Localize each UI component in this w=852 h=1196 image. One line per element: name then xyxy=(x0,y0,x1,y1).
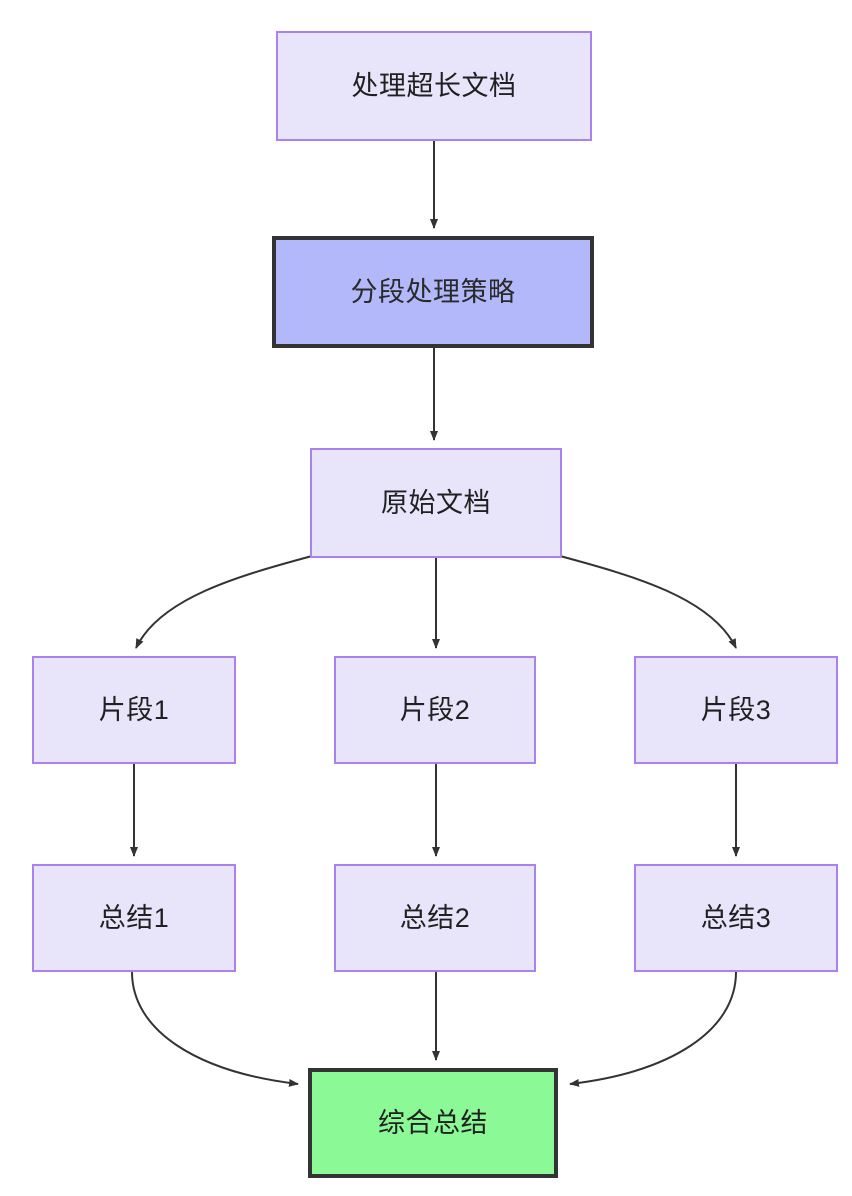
node-label: 原始文档 xyxy=(381,487,491,518)
edge-n7-n10 xyxy=(131,971,299,1087)
node-summary-2[interactable]: 总结2 xyxy=(334,864,536,972)
node-summary-1[interactable]: 总结1 xyxy=(32,864,236,972)
node-original-document[interactable]: 原始文档 xyxy=(310,448,562,558)
edge-n9-n10 xyxy=(569,971,737,1087)
node-label: 片段2 xyxy=(399,694,471,725)
node-label: 处理超长文档 xyxy=(351,70,517,101)
node-fragment-2[interactable]: 片段2 xyxy=(334,656,536,764)
node-label: 总结3 xyxy=(700,902,772,933)
node-fragment-3[interactable]: 片段3 xyxy=(634,656,838,764)
edge-n3-n4 xyxy=(135,555,313,649)
node-fragment-1[interactable]: 片段1 xyxy=(32,656,236,764)
edge-n3-n6 xyxy=(559,555,737,649)
node-label: 综合总结 xyxy=(378,1107,488,1138)
node-summary-3[interactable]: 总结3 xyxy=(634,864,838,972)
node-label: 总结2 xyxy=(399,902,471,933)
node-process-long-document[interactable]: 处理超长文档 xyxy=(276,31,592,141)
node-label: 片段3 xyxy=(700,694,772,725)
node-chunked-processing-strategy[interactable]: 分段处理策略 xyxy=(272,236,594,348)
node-label: 总结1 xyxy=(98,902,170,933)
node-label: 片段1 xyxy=(98,694,170,725)
node-comprehensive-summary[interactable]: 综合总结 xyxy=(308,1068,558,1178)
node-label: 分段处理策略 xyxy=(350,276,516,307)
